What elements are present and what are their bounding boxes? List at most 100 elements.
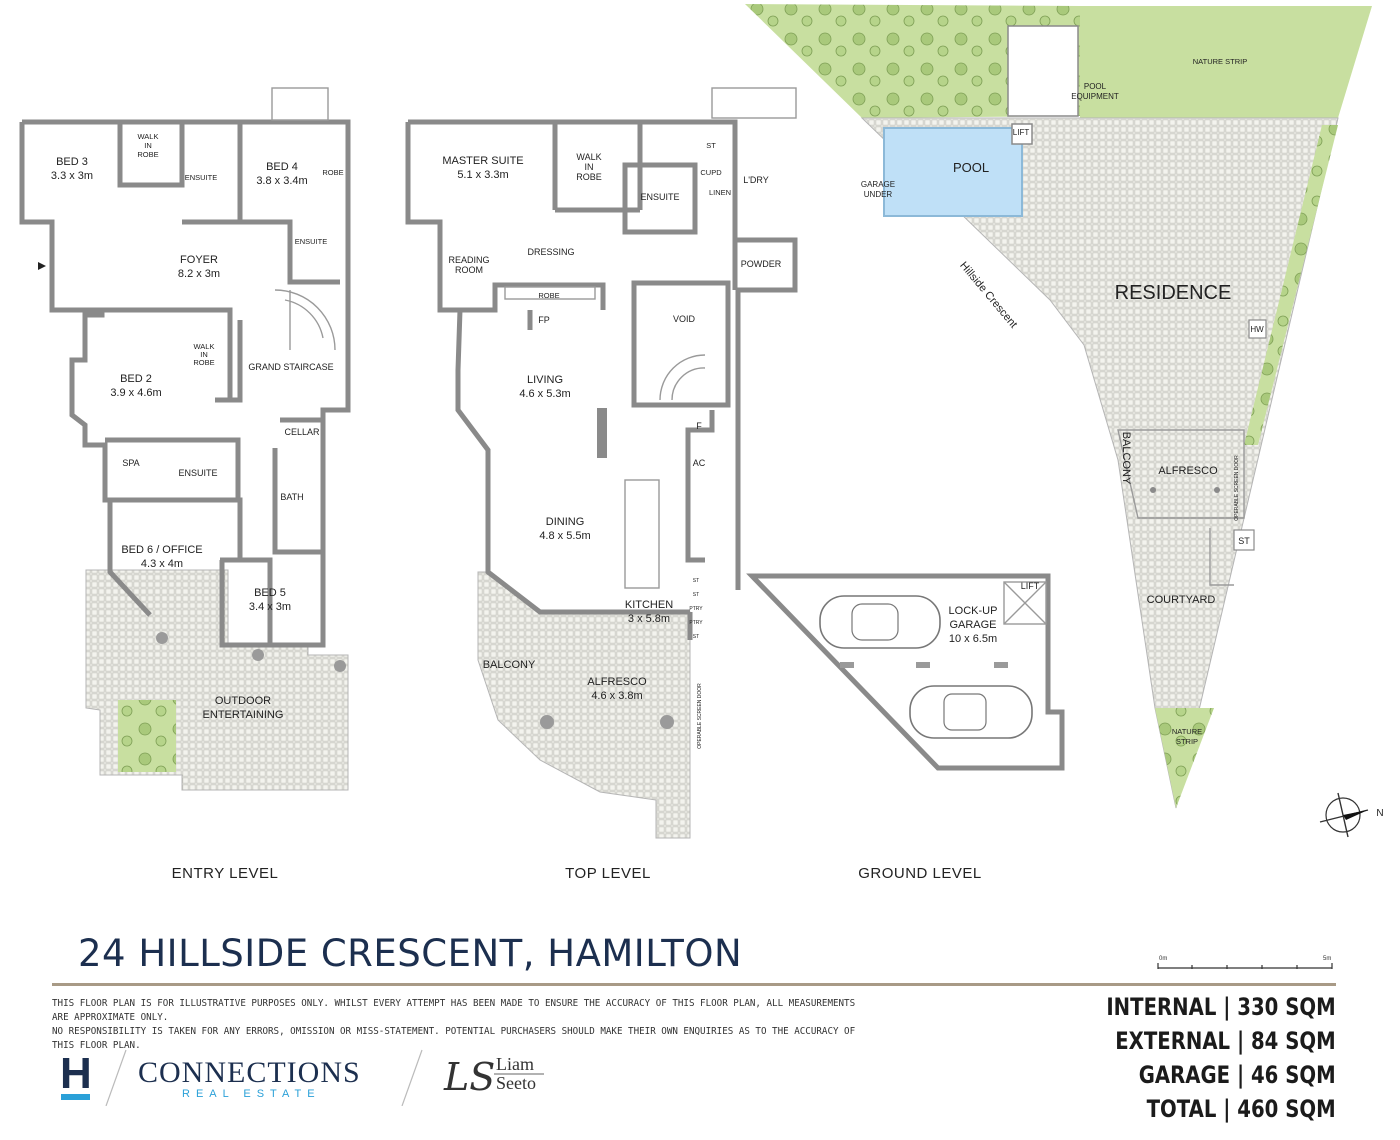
area-total: TOTAL | 460 SQM bbox=[1146, 1095, 1336, 1123]
agency-branding: H CONNECTIONS REAL ESTATE LS Liam Seeto bbox=[60, 1049, 544, 1106]
site-residence-label: RESIDENCE bbox=[1115, 282, 1232, 304]
entry-light-point bbox=[252, 649, 264, 661]
top-fp-label: FP bbox=[538, 315, 550, 325]
site-st-label: ST bbox=[1238, 536, 1250, 546]
top-light-point bbox=[660, 715, 674, 729]
entry-garden-bed bbox=[118, 700, 176, 772]
disclaimer-line-2: NO RESPONSIBILITY IS TAKEN FOR ANY ERROR… bbox=[52, 1026, 856, 1051]
ground-level-title: GROUND LEVEL bbox=[858, 865, 982, 882]
entry-rear-stairs bbox=[271, 87, 329, 121]
top-ac-label: AC bbox=[693, 458, 706, 468]
top-screen-door-label: OPERABLE SCREEN DOOR bbox=[697, 683, 703, 749]
ground-level-walls bbox=[746, 573, 1065, 771]
entry-light-point bbox=[334, 660, 346, 672]
ground-car-2 bbox=[909, 685, 1033, 739]
area-summary: INTERNAL | 330 SQM EXTERNAL | 84 SQM GAR… bbox=[1107, 990, 1336, 1126]
top-fridge-label: F bbox=[696, 421, 702, 431]
site-hw-box bbox=[1248, 319, 1267, 339]
entry-light-point bbox=[156, 632, 168, 644]
ground-pillar bbox=[994, 662, 1008, 668]
site-alfresco-label: ALFRESCO bbox=[1158, 465, 1218, 477]
svg-text:N: N bbox=[1376, 808, 1383, 819]
entry-level-title: ENTRY LEVEL bbox=[172, 865, 279, 882]
site-lift-box bbox=[1011, 123, 1033, 145]
site-top-garden bbox=[745, 4, 1080, 118]
site-st-box bbox=[1233, 529, 1255, 551]
site-side-garden bbox=[1244, 125, 1338, 445]
site-nature-strip-top bbox=[1080, 6, 1372, 118]
site-balcony-label: BALCONY bbox=[1120, 432, 1132, 485]
top-rear-stairs bbox=[711, 87, 797, 119]
property-title: 24 HILLSIDE CRESCENT, HAMILTON bbox=[78, 932, 743, 975]
site-alfresco-outline bbox=[1117, 429, 1245, 586]
top-linen-label: LINEN bbox=[709, 188, 731, 197]
site-pool-label: POOL bbox=[953, 160, 989, 175]
site-screen-door-label: OPERABLE SCREEN DOOR bbox=[1234, 455, 1240, 521]
entry-level-walls bbox=[19, 119, 351, 648]
entry-arrow-icon bbox=[38, 262, 46, 270]
entry-ensuite2-label: ENSUITE bbox=[295, 237, 328, 246]
site-lift-label: LIFT bbox=[1013, 128, 1030, 137]
top-balcony-label: BALCONY bbox=[483, 659, 536, 671]
entry-cellar-label: CELLAR bbox=[284, 427, 320, 437]
entry-stair-label: GRAND STAIRCASE bbox=[248, 362, 333, 372]
disclaimer-text: THIS FLOOR PLAN IS FOR ILLUSTRATIVE PURP… bbox=[52, 997, 862, 1053]
site-courtyard-label: COURTYARD bbox=[1147, 594, 1216, 606]
area-garage: GARAGE | 46 SQM bbox=[1139, 1061, 1336, 1089]
entry-ensuite1-label: ENSUITE bbox=[185, 173, 218, 182]
top-st-label: ST bbox=[706, 141, 716, 150]
top-void-label: VOID bbox=[673, 314, 696, 324]
agent-first-name: Liam bbox=[496, 1054, 534, 1074]
area-internal: INTERNAL | 330 SQM bbox=[1106, 993, 1336, 1021]
top-robe-label: ROBE bbox=[538, 291, 559, 300]
title-divider bbox=[52, 983, 1336, 986]
area-external: EXTERNAL | 84 SQM bbox=[1115, 1027, 1336, 1055]
top-kitchen-island bbox=[624, 479, 660, 589]
top-ensuite-label: ENSUITE bbox=[640, 192, 679, 202]
scale-bar: 0m 5m bbox=[1157, 956, 1333, 969]
ground-lift-label: LIFT bbox=[1021, 581, 1040, 591]
top-level-title: TOP LEVEL bbox=[565, 865, 651, 882]
agency-subtitle: REAL ESTATE bbox=[182, 1088, 321, 1100]
ground-car-1 bbox=[819, 595, 941, 649]
ground-lift-cross bbox=[1003, 581, 1047, 625]
entry-grand-staircase bbox=[274, 289, 336, 351]
connections-logo-icon: H bbox=[60, 1049, 92, 1100]
top-cupd-label: CUPD bbox=[700, 168, 722, 177]
entry-ensuite3-label: ENSUITE bbox=[178, 468, 217, 478]
top-ldry-label: L'DRY bbox=[743, 175, 769, 185]
site-nature-strip-label: NATURE STRIP bbox=[1193, 57, 1247, 66]
top-void-staircase bbox=[659, 354, 706, 401]
svg-text:H: H bbox=[60, 1049, 92, 1098]
site-nature-strip-bottom-area bbox=[1155, 708, 1214, 808]
disclaimer-line-1: THIS FLOOR PLAN IS FOR ILLUSTRATIVE PURP… bbox=[52, 998, 856, 1023]
top-powder-label: POWDER bbox=[741, 259, 782, 269]
entry-bath-label: BATH bbox=[280, 492, 303, 502]
site-light-point bbox=[1150, 487, 1156, 493]
svg-text:5m: 5m bbox=[1323, 956, 1331, 962]
agency-name: CONNECTIONS bbox=[138, 1056, 361, 1089]
svg-text:0m: 0m bbox=[1159, 956, 1167, 962]
